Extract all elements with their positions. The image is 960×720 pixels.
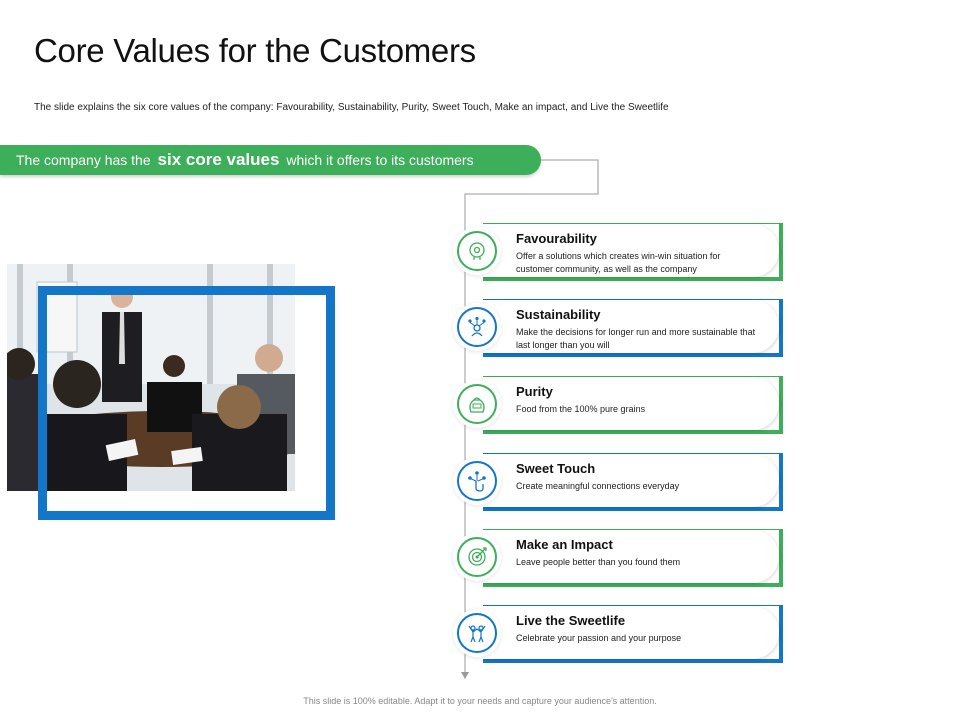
celebration-icon [457,613,497,653]
meeting-photo [7,264,295,491]
card-description: Food from the 100% pure grains [516,404,646,414]
card-description: Offer a solutions which creates win-win … [516,251,721,274]
banner-suffix: which it offers to its customers [286,152,474,168]
banner-prefix: The company has the [16,152,151,168]
card-description: Make the decisions for longer run and mo… [516,327,756,350]
footer-note: This slide is 100% editable. Adapt it to… [303,696,657,706]
core-values-banner: The company has the six core values whic… [0,145,541,175]
card-body [483,300,779,353]
card-title: Purity [516,384,553,399]
card-title: Favourability [516,231,597,246]
card-description: Celebrate your passion and your purpose [516,633,682,643]
target-icon [457,537,497,577]
network-person-icon [457,307,497,347]
card-body [483,454,779,507]
card-title: Make an Impact [516,537,613,552]
photo-frame [38,286,335,520]
touch-network-icon [457,461,497,501]
card-body [483,530,779,583]
card-title: Sustainability [516,307,601,322]
card-description: Create meaningful connections everyday [516,481,680,491]
card-title: Live the Sweetlife [516,613,626,628]
card-body [483,377,779,430]
banner-emphasis: six core values [157,150,280,169]
mind-gear-icon [457,231,497,271]
card-body [483,224,779,277]
grain-sack-icon [457,384,497,424]
page-subtitle: The slide explains the six core values o… [34,102,669,113]
card-body [483,606,779,659]
page-title: Core Values for the Customers [34,32,476,69]
arrow-head-icon [461,672,469,679]
card-title: Sweet Touch [516,461,596,476]
card-description: Leave people better than you found them [516,557,681,567]
